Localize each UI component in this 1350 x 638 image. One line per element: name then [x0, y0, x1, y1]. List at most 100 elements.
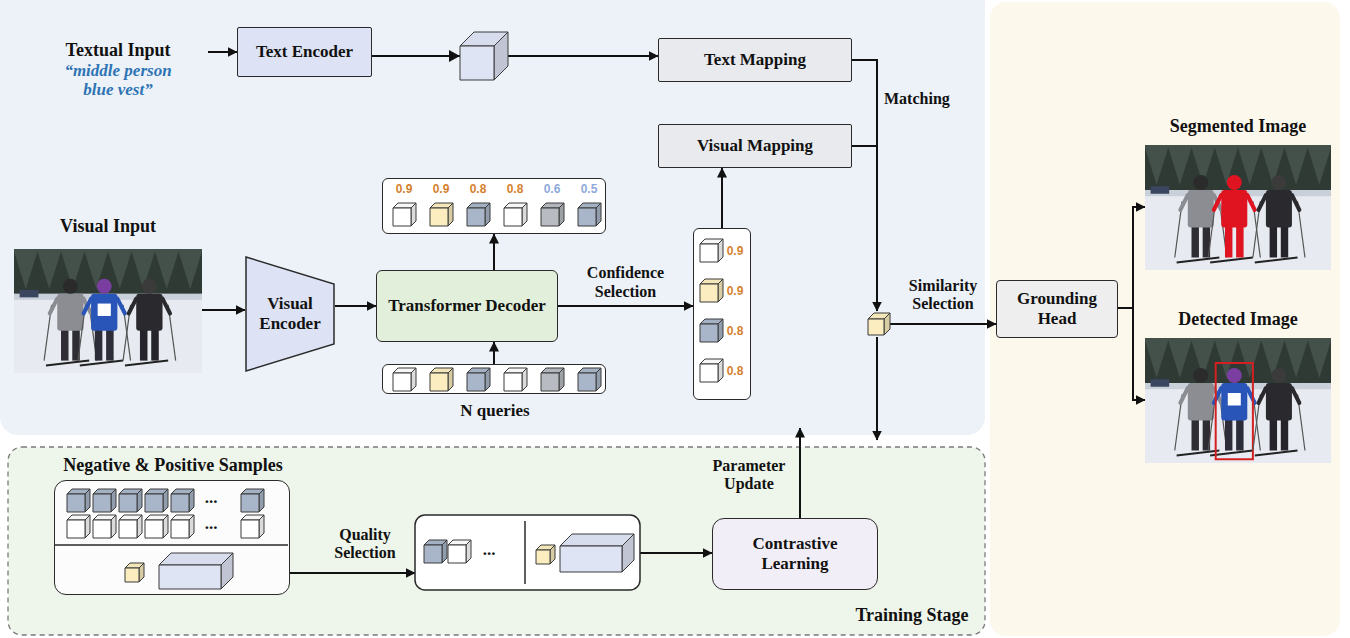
cube-face [430, 373, 448, 391]
cube-icon [241, 515, 264, 538]
cube-face [541, 208, 559, 226]
node-graphic [383, 365, 607, 395]
cube-icon [393, 203, 416, 226]
box-label: Textual Input [66, 40, 171, 61]
cube-icon [504, 203, 527, 226]
cube-face [578, 373, 596, 391]
connector [493, 342, 495, 364]
arm [1292, 388, 1299, 403]
cube-face [241, 520, 259, 538]
leg [1192, 418, 1199, 451]
tree [1271, 341, 1299, 386]
cube-face [119, 494, 137, 512]
box-label: Grounding Head [1007, 289, 1107, 328]
divider [55, 544, 288, 545]
cube-face [504, 208, 522, 226]
leg [106, 328, 114, 360]
image-panel: Segmented Image [1145, 116, 1331, 270]
confidence-score: 0.9 [723, 285, 747, 299]
cube-face [171, 494, 189, 512]
leg [1192, 225, 1199, 258]
photo [1131, 145, 1345, 270]
tree [1317, 341, 1345, 386]
ellipsis-mark: ... [196, 514, 226, 534]
tree [0, 251, 28, 296]
contrastive-arrow [640, 552, 712, 554]
similarity-arrow [890, 323, 996, 325]
cube-face [700, 364, 718, 382]
connector [335, 305, 376, 307]
arm [129, 299, 137, 314]
head [1271, 175, 1286, 190]
node-graphic [1145, 309, 1331, 463]
arm [117, 299, 125, 314]
cube-face [221, 553, 233, 589]
training-stage-region: Negative & Positive Samples Contrastive L… [8, 447, 985, 635]
tree [188, 251, 216, 296]
cube-face [884, 313, 890, 335]
encoder-box: Text Encoder [237, 27, 372, 77]
cube-icon [448, 540, 471, 563]
sample-pool-box: Negative & Positive Samples [54, 480, 290, 595]
tree [24, 251, 52, 296]
leg [1281, 225, 1288, 258]
cube-icon [541, 368, 564, 391]
arm [50, 299, 58, 314]
cube-face [596, 368, 601, 391]
cube-face [485, 368, 490, 391]
cube-face [467, 208, 485, 226]
cube-icon [560, 534, 634, 572]
cube-face [541, 373, 559, 391]
cube-icon [700, 239, 723, 262]
cube-face [467, 373, 485, 391]
cube-icon [460, 32, 508, 80]
cube-face [67, 520, 85, 538]
arm [1292, 195, 1299, 210]
photo [0, 249, 216, 373]
head [1193, 368, 1208, 383]
cube-face [189, 489, 194, 512]
snow [1145, 338, 1331, 463]
confidence-score: 0.9 [390, 183, 418, 197]
encoder-trapezoid: Visual Encoder [245, 256, 335, 372]
cube-face [596, 203, 601, 226]
cube-face [93, 520, 111, 538]
tree [1247, 148, 1275, 193]
torso [1221, 190, 1247, 228]
torso [57, 294, 83, 331]
cube-face [718, 239, 723, 262]
cube-face [259, 515, 264, 538]
cube-face [85, 489, 90, 512]
arm [1214, 195, 1221, 210]
layout-arrows [290, 60, 996, 573]
arm [1180, 388, 1187, 403]
cube-face [93, 494, 111, 512]
arm [1247, 195, 1254, 210]
connector [372, 55, 658, 57]
tree [1224, 148, 1252, 193]
cube-face [578, 208, 596, 226]
mapping-box: Visual Mapping [658, 124, 852, 168]
cube-face [137, 489, 142, 512]
training-region [8, 447, 985, 635]
cube-icon [393, 368, 416, 391]
torso [1266, 190, 1292, 228]
confidence-score: 0.8 [464, 183, 492, 197]
cube-face [700, 244, 718, 262]
box-label: Text Mapping [704, 50, 806, 70]
matching-line [852, 145, 877, 147]
image-panel: Visual Input [14, 216, 202, 374]
cube-face [536, 550, 550, 564]
cube-icon [424, 540, 447, 563]
flow-label: Matching [884, 90, 964, 108]
parameter-update-arrow [799, 428, 801, 518]
cube-face [259, 489, 264, 512]
cube-icon [467, 368, 490, 391]
arm [84, 299, 92, 314]
connector [721, 168, 723, 228]
connector [202, 309, 245, 311]
snow [14, 249, 202, 373]
contrastive-box: Contrastive Learning [712, 518, 878, 590]
flow-label: Similarity Selection [893, 277, 993, 314]
quality-arrow [290, 572, 415, 574]
